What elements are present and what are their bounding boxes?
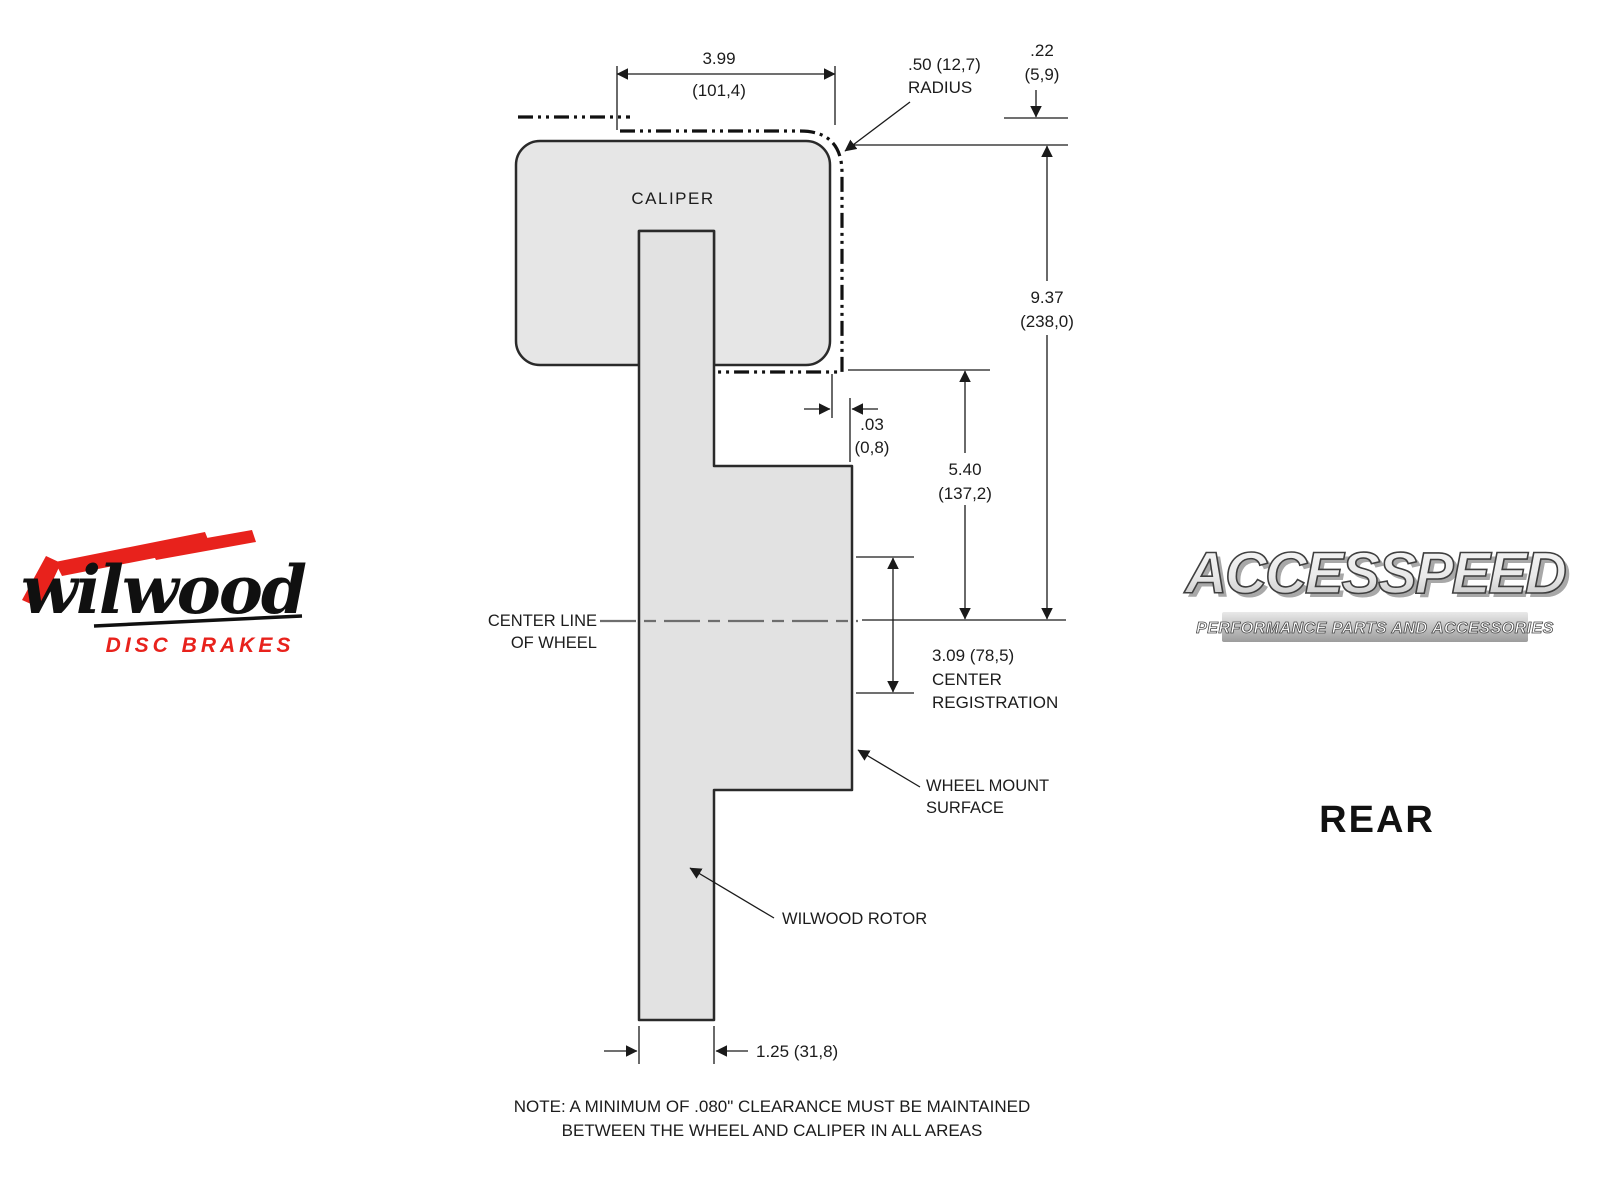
wilwood-subtitle-text: DISC BRAKES: [106, 634, 295, 657]
radius-leader-line: [844, 101, 911, 152]
wheel-mount-label-line1: WHEEL MOUNT: [926, 777, 1049, 795]
accesspeed-brand-shadow: ACCESSPEED: [1187, 545, 1570, 610]
wilwood-script-text: wilwood: [21, 551, 306, 629]
accesspeed-brand-text: ACCESSPEED: [1183, 541, 1566, 606]
caliper-label: CALIPER: [631, 189, 714, 208]
centerline-label-line2: OF WHEEL: [511, 634, 597, 652]
note-line1: NOTE: A MINIMUM OF .080" CLEARANCE MUST …: [514, 1097, 1030, 1116]
wilwood-logo: wilwood DISC BRAKES: [21, 530, 308, 657]
dim-mount-text-bg: [929, 453, 1003, 505]
wilwood-red-swash-1: [55, 532, 211, 576]
dim-radius-word: RADIUS: [908, 78, 972, 97]
dim-lip-metric: (5,9): [1025, 65, 1060, 84]
accesspeed-logo: ACCESSPEED ACCESSPEED PERFORMANCE PARTS …: [1182, 540, 1572, 642]
dim-rotor-width-value: 1.25 (31,8): [756, 1042, 838, 1061]
dim-radius-value: .50 (12,7): [908, 55, 981, 74]
dim-overall-value: 9.37: [1030, 288, 1063, 307]
dim-width-metric: (101,4): [692, 81, 746, 100]
rotor-leader-line: [689, 867, 775, 919]
wilwood-underline-swash: [93, 614, 303, 628]
accesspeed-tagline-band: [1222, 612, 1528, 642]
position-label-rear: REAR: [1319, 799, 1435, 841]
wilwood-red-swash-3: [22, 556, 61, 608]
dim-registration-word2: REGISTRATION: [932, 693, 1058, 712]
dim-mount-value: 5.40: [948, 460, 981, 479]
dim-registration-word1: CENTER: [932, 670, 1002, 689]
rotor-and-hat-shape: [637, 229, 854, 1022]
caliper-clearance-envelope: [620, 129, 844, 374]
dim-clearance-metric: (0,8): [855, 438, 890, 457]
dim-mount-metric: (137,2): [938, 484, 992, 503]
dim-registration-value: 3.09 (78,5): [932, 646, 1014, 665]
note-line2: BETWEEN THE WHEEL AND CALIPER IN ALL ARE…: [562, 1121, 983, 1140]
dim-lip-value: .22: [1030, 41, 1054, 60]
wheel-mount-leader-line: [857, 749, 921, 788]
dim-overall-text-bg: [1010, 281, 1086, 335]
dim-width-value: 3.99: [702, 49, 735, 68]
rotor-label: WILWOOD ROTOR: [782, 910, 927, 928]
wheel-mount-label-line2: SURFACE: [926, 799, 1004, 817]
dim-clearance-value: .03: [860, 415, 884, 434]
wilwood-red-swash-2: [150, 530, 256, 560]
accesspeed-tagline-text: PERFORMANCE PARTS AND ACCESSORIES: [1196, 620, 1554, 637]
centerline-label-line1: CENTER LINE: [488, 612, 597, 630]
dim-overall-metric: (238,0): [1020, 312, 1074, 331]
